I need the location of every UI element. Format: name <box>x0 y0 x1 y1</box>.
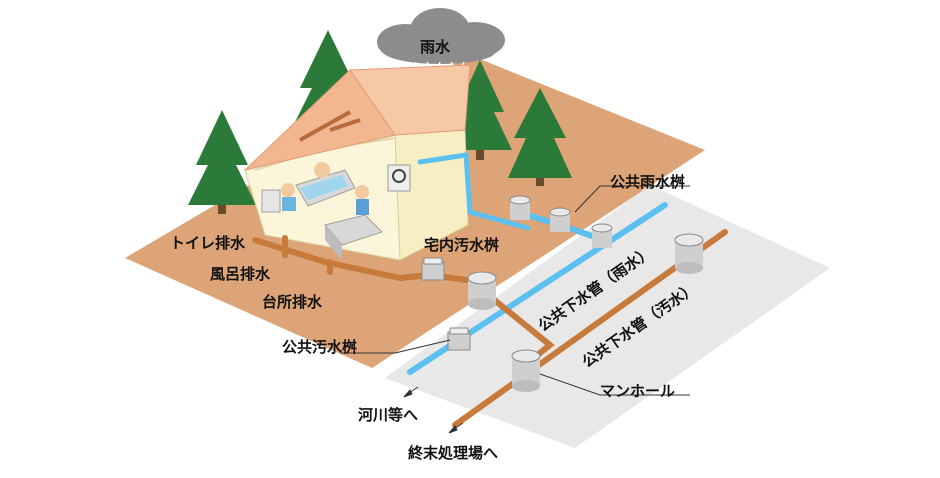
roof-beams <box>299 110 361 142</box>
tree-left <box>188 110 256 214</box>
rain-basin-2-shape <box>549 207 571 232</box>
manhole-shape <box>511 349 541 392</box>
manhole-house-shape <box>467 271 497 310</box>
rain-basin-3-shape <box>591 223 613 248</box>
leader-lines <box>340 185 690 396</box>
manhole-road-shape <box>674 233 704 274</box>
house-roof-side <box>349 64 471 136</box>
label-house-sewage-basin: 宅内汚水桝 <box>424 236 500 254</box>
washing-machine <box>387 164 411 192</box>
label-toilet-drain: トイレ排水 <box>170 234 246 252</box>
bathing-person <box>314 162 330 178</box>
label-kitchen-drain: 台所排水 <box>262 293 323 311</box>
label-rain: 雨水 <box>420 38 451 56</box>
flow-arrows <box>403 386 464 434</box>
cooking-person <box>355 185 369 199</box>
label-public-rainwater-basin: 公共雨水桝 <box>610 173 686 191</box>
public-sewage-basin-shape <box>447 327 471 351</box>
rain-downpipe <box>417 152 531 231</box>
tree-right <box>508 88 572 186</box>
label-to-river: 河川等へ <box>358 406 419 424</box>
bathtub <box>295 162 356 207</box>
label-public-sewage-basin: 公共汚水桝 <box>282 338 358 356</box>
label-bath-drain: 風呂排水 <box>210 265 271 283</box>
house-sewage-basin-shape <box>421 257 445 281</box>
rain-cloud <box>377 8 505 64</box>
kitchen-counter <box>324 185 383 260</box>
label-to-treatment-plant: 終末処理場へ <box>408 444 499 462</box>
rain-basin-1-shape <box>509 195 531 220</box>
label-manhole: マンホール <box>600 382 676 400</box>
toilet-area <box>261 183 296 213</box>
